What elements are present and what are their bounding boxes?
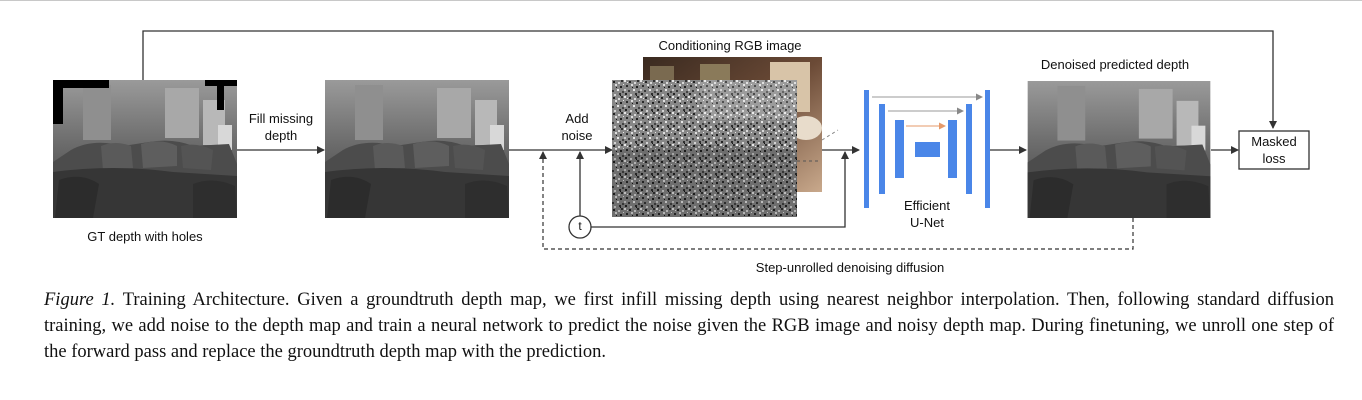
masked-loss-box xyxy=(1238,130,1310,170)
gt-to-loss-arrow xyxy=(142,30,1277,129)
label-step-unrolled: Step-unrolled denoising diffusion xyxy=(755,260,945,275)
unet-block xyxy=(864,90,990,208)
noisy-depth-image xyxy=(612,80,797,217)
t-to-unet-arrow xyxy=(591,151,849,228)
label-gt-depth: GT depth with holes xyxy=(87,229,203,244)
label-add-noise: Add noise xyxy=(561,111,593,143)
figure-caption: Figure 1. Training Architecture. Given a… xyxy=(44,287,1334,365)
label-fill-missing-depth: Fill missing depth xyxy=(248,111,314,143)
architecture-diagram xyxy=(53,30,1310,250)
label-efficient-unet: Efficient U-Net xyxy=(903,198,950,230)
filled-depth-image xyxy=(325,80,509,218)
label-denoised-predicted-depth: Denoised predicted depth xyxy=(1040,57,1190,72)
denoised-depth-image xyxy=(1027,81,1211,218)
label-conditioning-rgb: Conditioning RGB image xyxy=(658,38,802,53)
top-rule xyxy=(0,0,1362,1)
caption-text: Training Architecture. Given a groundtru… xyxy=(44,290,1334,362)
step-unrolled-loop xyxy=(539,151,1134,250)
gt-depth-image xyxy=(53,80,237,218)
caption-figure-label: Figure 1. xyxy=(44,290,116,310)
label-masked-loss: Masked loss xyxy=(1251,134,1297,166)
label-t: t xyxy=(578,219,582,233)
